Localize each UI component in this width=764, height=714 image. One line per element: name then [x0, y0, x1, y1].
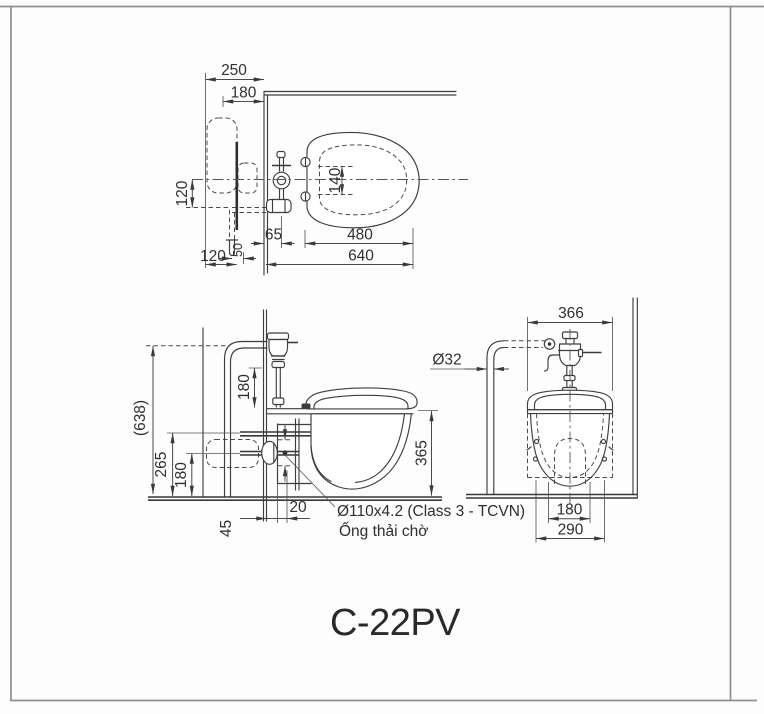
flush-valve-side [266, 332, 298, 408]
concealed-cistern-outline [206, 117, 238, 194]
waste-outlet-flange [261, 440, 278, 465]
top-view-dimensions: 250 180 120 140 65 480 640 120 50 [174, 62, 414, 269]
dim-180-valve: 180 [236, 374, 253, 400]
dim-180-top: 180 [231, 85, 257, 102]
concealed-supply-front [504, 340, 545, 348]
dim-45: 45 [218, 520, 235, 537]
waste-pipe-label: Ø110x4.2 (Class 3 - TCVN) [337, 503, 525, 520]
seat-outline-top [306, 131, 420, 229]
floor-line-front [466, 493, 638, 499]
dim-290: 290 [558, 522, 584, 539]
seat-inner-dashed [319, 144, 408, 216]
concealed-tank-side [206, 439, 259, 468]
top-view: 250 180 120 140 65 480 640 120 50 [174, 62, 468, 276]
front-view: 366 180 290 Ø32 [430, 297, 638, 543]
side-view: (638) 265 180 180 365 45 20 Ø110x4.2 (Cl… [132, 309, 525, 540]
dim-180-outlet: 180 [173, 462, 190, 488]
bowl-inner-curves-side [310, 413, 406, 483]
mounting-plate-side [276, 418, 312, 491]
dim-480: 480 [347, 227, 373, 244]
dim-638: (638) [132, 400, 149, 436]
right-wall-front [632, 297, 638, 499]
seat-seam-side [313, 394, 409, 410]
supply-pipe-front [486, 340, 505, 496]
dim-120-bottom: 120 [200, 248, 226, 265]
side-view-dimensions: (638) 265 180 180 365 45 20 Ø110x4.2 (Cl… [132, 345, 525, 540]
dim-180-front: 180 [557, 502, 583, 519]
dim-640: 640 [348, 248, 374, 265]
concealed-valve-housing [237, 162, 258, 194]
bowl-front-inner-dashed [536, 413, 604, 479]
concealed-supply-pipe [229, 207, 266, 240]
mounting-frame-dashed [527, 413, 613, 478]
mounting-bolts-side [240, 431, 311, 456]
page-frame [0, 5, 764, 702]
stop-valve-center [547, 342, 552, 346]
wall-top-view [263, 90, 457, 276]
supply-pipe-label: Ø32 [432, 352, 461, 369]
front-view-dimensions: 366 180 290 Ø32 [430, 305, 613, 543]
leader-line [284, 454, 336, 508]
dim-265: 265 [153, 452, 170, 478]
dim-65: 65 [265, 227, 282, 244]
dim-20: 20 [289, 499, 307, 516]
side-bolt-details [526, 438, 614, 462]
floor-line-side [148, 496, 442, 501]
dim-250: 250 [221, 62, 247, 79]
leader-dot [282, 450, 288, 456]
dim-366: 366 [558, 305, 584, 322]
dim-365: 365 [414, 440, 431, 466]
supply-elbow-stub [225, 239, 239, 257]
supply-pipe-side [223, 340, 268, 498]
seat-hinge-side [301, 403, 311, 409]
dim-140: 140 [327, 167, 344, 193]
hinge-bolts [300, 156, 311, 202]
wall-face-side [262, 309, 268, 522]
product-title: C-22PV [330, 602, 461, 644]
dim-50: 50 [231, 243, 245, 257]
seat-lid-side [305, 387, 418, 410]
flush-valve-top [265, 150, 292, 214]
waste-pipe-caption: Ống thải chờ [339, 522, 428, 540]
dim-120-side: 120 [174, 180, 191, 206]
